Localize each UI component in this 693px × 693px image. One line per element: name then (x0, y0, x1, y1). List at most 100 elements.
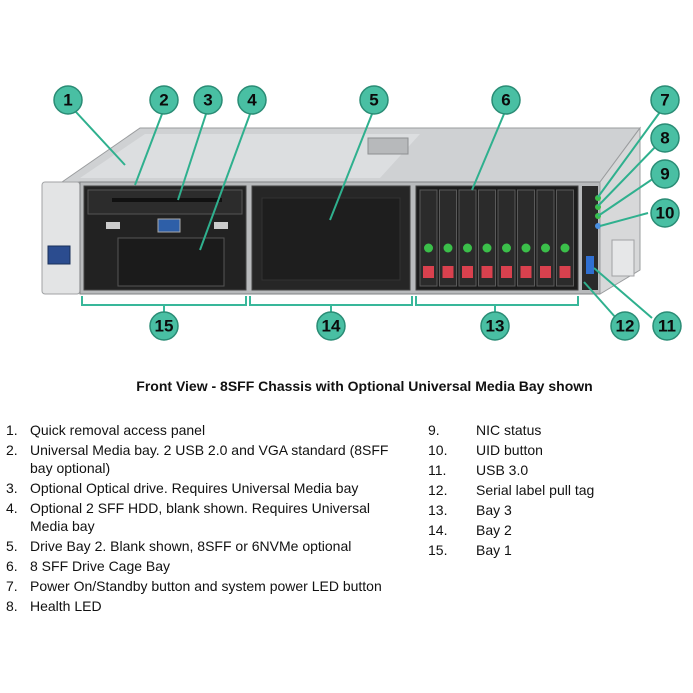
svg-text:6: 6 (501, 91, 510, 110)
leader-1 (75, 111, 126, 166)
legend-text: UID button (476, 442, 543, 458)
legend-text: Bay 3 (476, 502, 512, 518)
legend-number: 14. (428, 522, 448, 538)
drive-sled (497, 189, 516, 287)
drive-status-led (443, 243, 453, 253)
legend-item: 6. 8 SFF Drive Cage Bay (6, 557, 406, 575)
drive-sled (536, 189, 555, 287)
legend-text: Bay 1 (476, 542, 512, 558)
bay-3-bracket (415, 296, 579, 306)
svg-text:8: 8 (660, 129, 669, 148)
svg-text:2: 2 (159, 91, 168, 110)
legend-item: 3.Optional Optical drive. Requires Unive… (6, 479, 406, 497)
drive-status-led (482, 243, 492, 253)
drive-status-led (521, 243, 531, 253)
legend-text: Quick removal access panel (30, 422, 206, 438)
access-panel-latch (367, 137, 409, 155)
callout-7: 7 (650, 85, 680, 115)
server-front-diagram: 1 2 3 4 5 6 7 8 9 10 11 12 13 14 15 (41, 85, 682, 341)
callout-12: 12 (610, 311, 640, 341)
drive-status-led (424, 243, 433, 253)
callout-13: 13 (480, 311, 510, 341)
legend-item: 4. Optional 2 SFF HDD, blank shown. Requi… (6, 499, 406, 535)
svg-text:14: 14 (322, 317, 341, 336)
leader-3 (177, 113, 207, 201)
svg-text:15: 15 (155, 317, 174, 336)
callout-4: 4 (237, 85, 267, 115)
svg-text:10: 10 (656, 204, 675, 223)
svg-text:7: 7 (660, 91, 669, 110)
legend-item: 7. Power On/Standby button and system pow… (6, 577, 406, 595)
legend-number: 7. (6, 578, 18, 594)
drive-release-tab (442, 266, 454, 278)
legend-number: 2. (6, 442, 18, 458)
hpe-badge (611, 239, 635, 277)
usb-2-port-left (106, 222, 120, 229)
svg-text:11: 11 (658, 317, 676, 336)
callout-14: 14 (316, 311, 346, 341)
leader-5 (329, 113, 373, 221)
callout-15: 15 (149, 311, 179, 341)
callout-10: 10 (650, 198, 680, 228)
drive-release-tab (559, 266, 571, 278)
legend-text: 8 SFF Drive Cage Bay (30, 558, 171, 574)
callout-3: 3 (193, 85, 223, 115)
usb-3-port (586, 256, 594, 274)
legend-number: 5. (6, 538, 18, 554)
drive-bay-2-grille (261, 197, 401, 281)
leader-10 (599, 212, 649, 227)
legend-number: 1. (6, 422, 18, 438)
callout-5: 5 (359, 85, 389, 115)
drive-sled (556, 189, 574, 287)
leader-11 (593, 267, 653, 319)
drive-sled (439, 189, 457, 287)
legend-item: 5.Drive Bay 2. Blank shown, 8SFF or 6NVM… (6, 537, 406, 555)
drive-release-tab (462, 266, 473, 278)
legend-item: 8.Health LED (6, 597, 406, 615)
svg-text:5: 5 (369, 91, 378, 110)
svg-text:4: 4 (247, 91, 257, 110)
drive-release-tab (520, 266, 532, 278)
legend-text: USB 3.0 (476, 462, 529, 478)
vga-port (157, 218, 181, 233)
bay-1-bracket (81, 296, 247, 306)
legend-item: 13.Bay 3 (428, 501, 678, 519)
legend-number: 15. (428, 542, 448, 558)
legend-number: 4. (6, 500, 18, 516)
legend-number: 11. (428, 462, 447, 478)
legend-number: 10. (428, 442, 448, 458)
legend-number: 8. (6, 598, 18, 614)
drive-sled (458, 189, 477, 287)
bay-2-bracket (249, 296, 413, 306)
sff-hdd-blank (117, 237, 225, 287)
drive-status-led (560, 243, 570, 253)
legend-item: 2.Universal Media bay. 2 USB 2.0 and VGA… (6, 441, 406, 477)
leader-2 (134, 113, 163, 186)
svg-text:13: 13 (486, 317, 505, 336)
legend-text: Optional Optical drive. Requires Univers… (30, 480, 359, 496)
legend-number: 6. (6, 558, 18, 574)
legend-text: Power On/Standby button and system power… (30, 578, 382, 594)
uid-button (595, 223, 601, 229)
drive-release-tab (481, 266, 493, 278)
leader-12 (583, 281, 617, 319)
drive-status-led (463, 243, 472, 253)
chassis-top-highlight (80, 134, 420, 178)
figure-caption: Front View - 8SFF Chassis with Optional … (136, 378, 593, 394)
legend-number: 9. (428, 422, 440, 438)
drive-sleds (419, 189, 574, 287)
legend-text: NIC status (476, 422, 542, 438)
drive-release-tab (540, 266, 551, 278)
legend-text: Serial label pull tag (476, 482, 595, 498)
legend-item: 14.Bay 2 (428, 521, 678, 539)
drive-sled (419, 189, 438, 287)
legend-text: Optional 2 SFF HDD, blank shown. Require… (30, 500, 371, 534)
legend-right-column: 9.NIC status 10.UID button 11.USB 3.0 12… (428, 421, 678, 561)
callout-11: 11 (652, 311, 682, 341)
callout-8: 8 (650, 123, 680, 153)
callout-6: 6 (491, 85, 521, 115)
legend-item: 9. NIC status (428, 421, 678, 439)
left-rack-ear (41, 181, 81, 295)
svg-text:12: 12 (616, 317, 635, 336)
legend-item: 11. USB 3.0 (428, 461, 678, 479)
